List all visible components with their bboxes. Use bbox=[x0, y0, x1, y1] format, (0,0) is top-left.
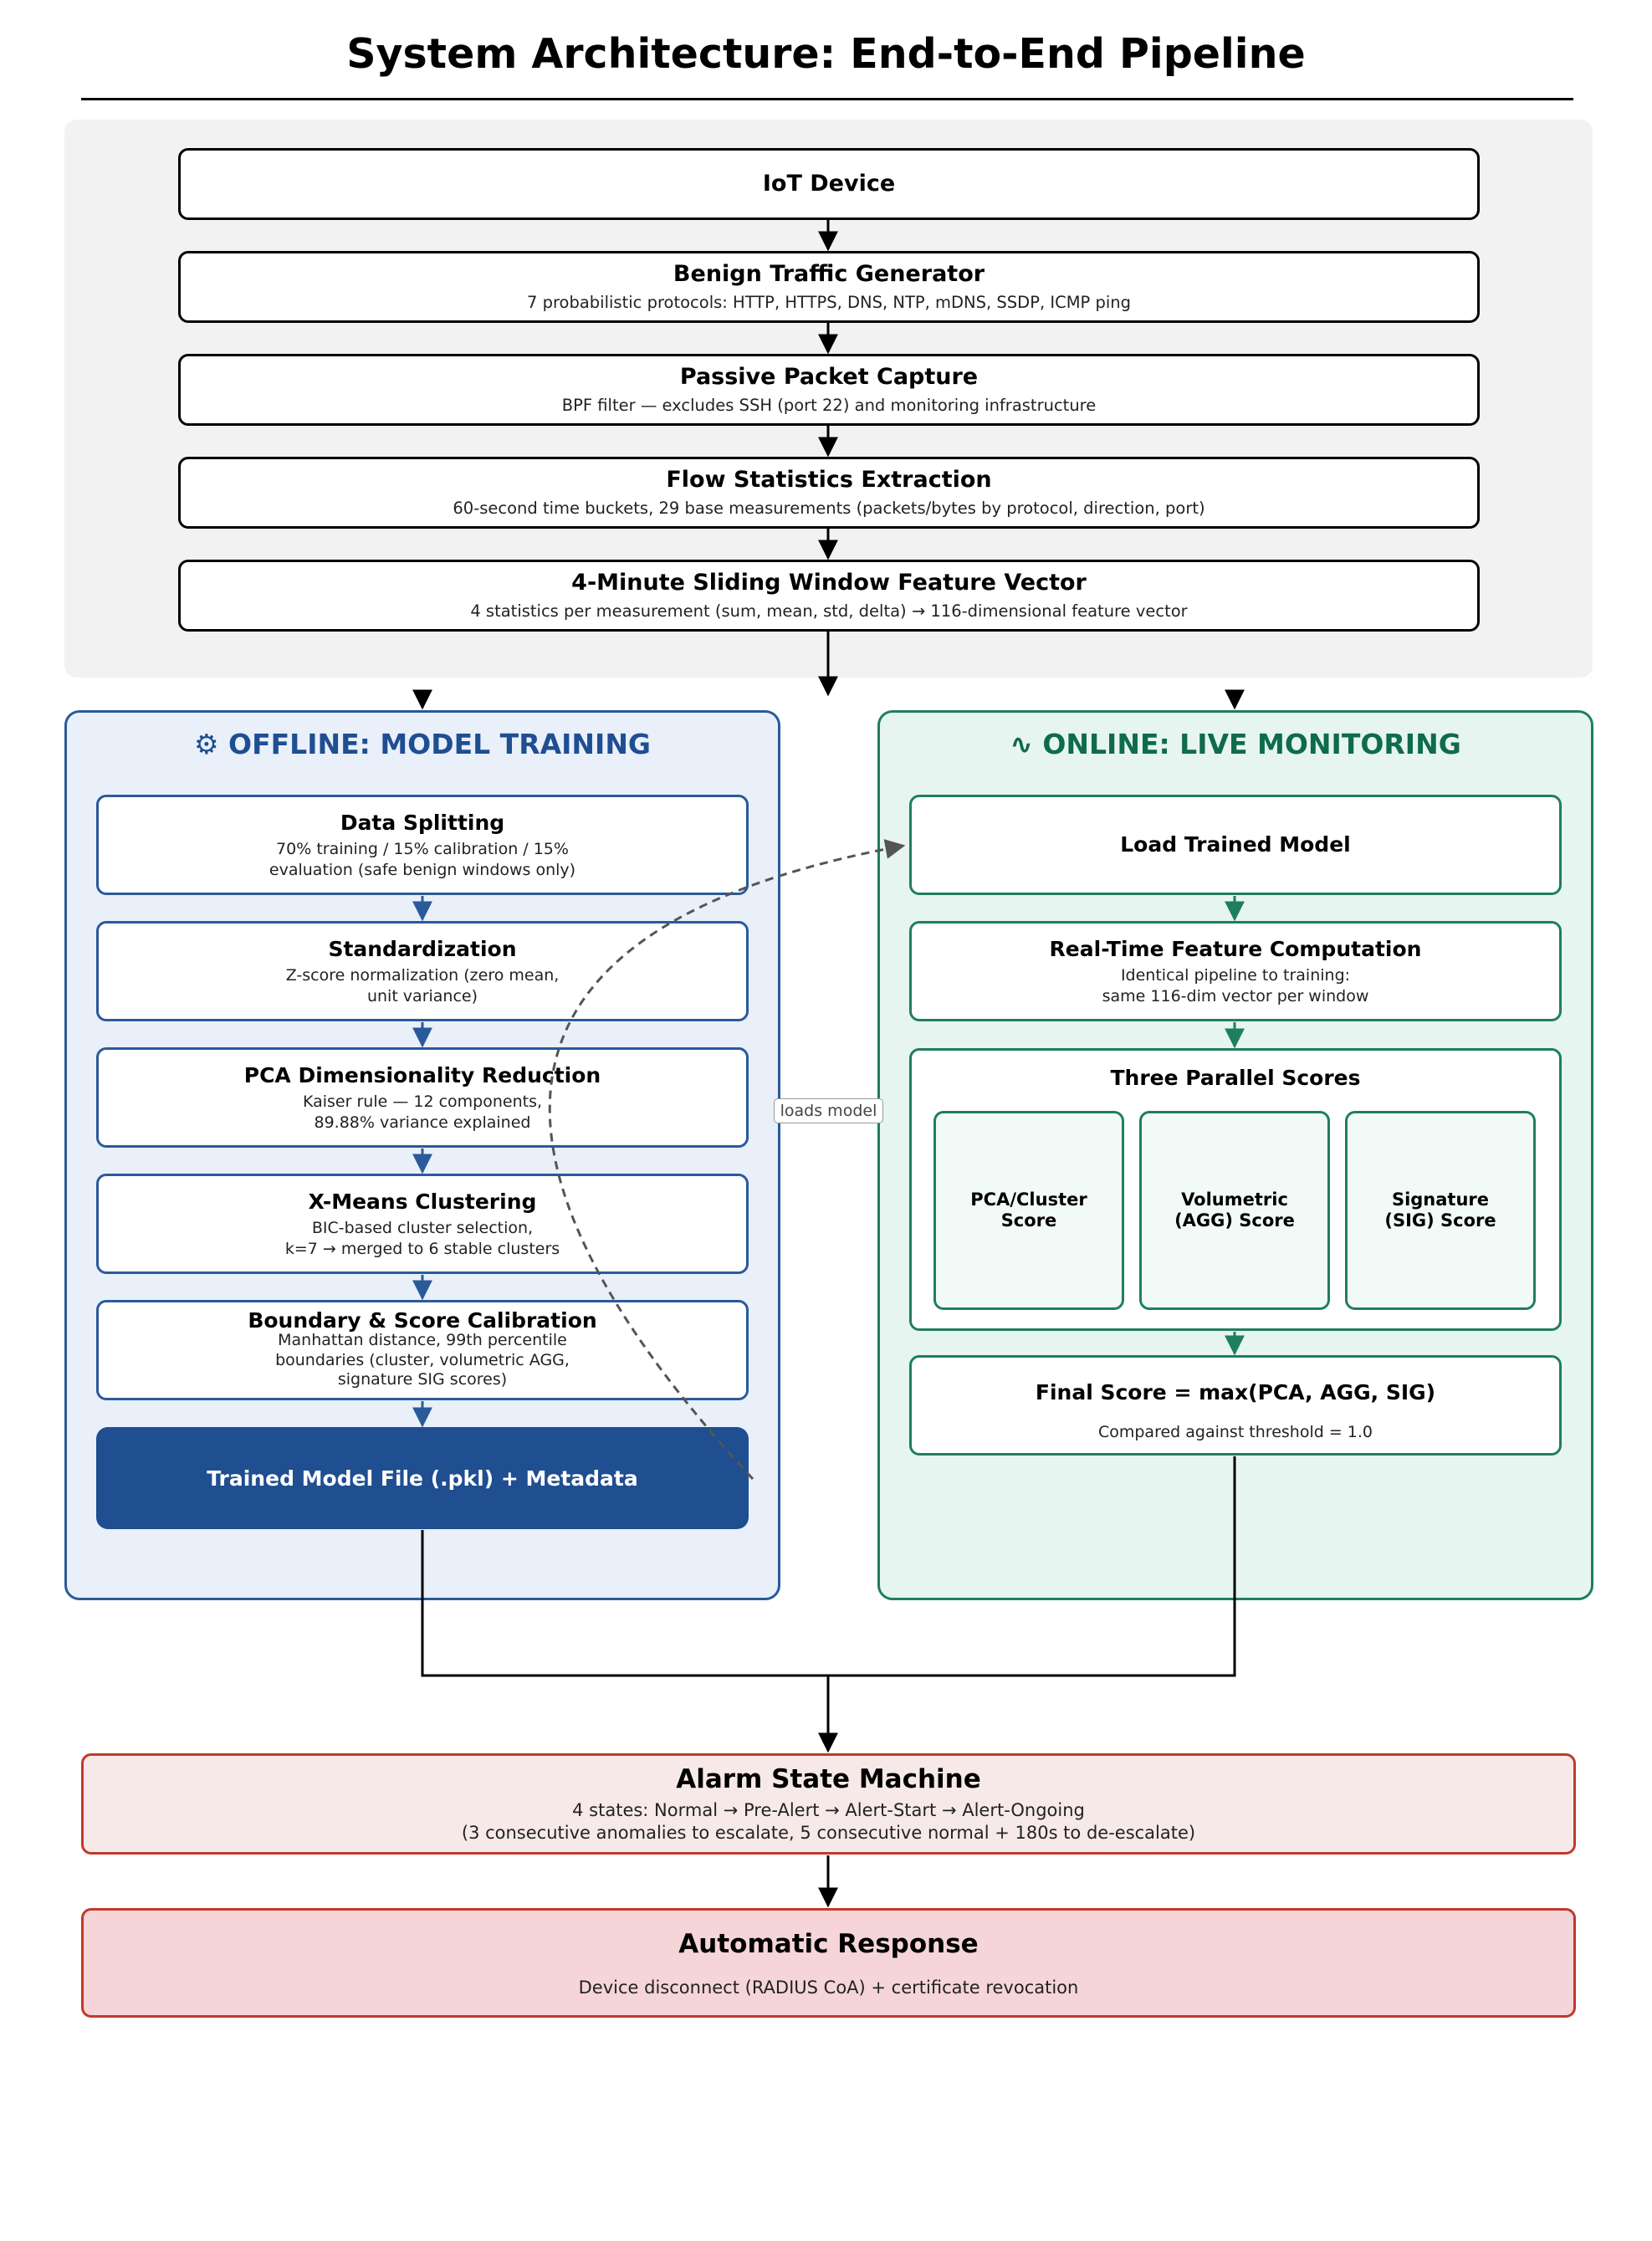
step-subtitle: Z-score normalization (zero mean, unit v… bbox=[286, 965, 560, 1006]
alarm-title: Alarm State Machine bbox=[676, 1764, 981, 1795]
step-subtitle: Manhattan distance, 99th percentile boun… bbox=[275, 1331, 570, 1390]
step-subtitle-line: k=7 → merged to 6 stable clusters bbox=[284, 1239, 560, 1258]
ingest-subtitle: 4 statistics per measurement (sum, mean,… bbox=[470, 601, 1188, 622]
alarm-subtitle-line: (3 consecutive anomalies to escalate, 5 … bbox=[461, 1822, 1196, 1843]
step-subtitle-line: 70% training / 15% calibration / 15% bbox=[276, 839, 569, 858]
step-title: Standardization bbox=[328, 936, 517, 961]
parallel-scores-title: Three Parallel Scores bbox=[1110, 1066, 1361, 1090]
merge-connector bbox=[421, 1456, 1236, 1677]
ingest-subtitle: BPF filter — excludes SSH (port 22) and … bbox=[561, 396, 1097, 416]
step-subtitle-line: same 116-dim vector per window bbox=[1102, 986, 1369, 1005]
wave-icon: ∿ bbox=[1010, 728, 1033, 760]
pca-cluster-score-box: PCA/Cluster Score bbox=[933, 1111, 1124, 1310]
offline-heading-text: OFFLINE: MODEL TRAINING bbox=[228, 728, 652, 760]
loads-model-label: loads model bbox=[774, 1098, 883, 1123]
step-subtitle-line: evaluation (safe benign windows only) bbox=[269, 860, 576, 879]
automatic-response-box: Automatic Response Device disconnect (RA… bbox=[81, 1908, 1576, 2018]
ingest-title: Benign Traffic Generator bbox=[673, 261, 985, 288]
step-subtitle-line: Manhattan distance, 99th percentile bbox=[278, 1330, 567, 1349]
step-subtitle-line: unit variance) bbox=[366, 986, 478, 1005]
step-title: Load Trained Model bbox=[1120, 832, 1351, 857]
calibration-box: Boundary & Score Calibration Manhattan d… bbox=[96, 1300, 749, 1400]
step-title: X-Means Clustering bbox=[308, 1189, 537, 1214]
step-subtitle: Compared against threshold = 1.0 bbox=[1097, 1423, 1373, 1442]
step-title: Real-Time Feature Computation bbox=[1049, 936, 1422, 961]
step-title: Data Splitting bbox=[340, 810, 505, 835]
offline-panel-heading: ⚙ OFFLINE: MODEL TRAINING bbox=[64, 728, 780, 760]
step-subtitle-line: 89.88% variance explained bbox=[314, 1113, 531, 1132]
step-subtitle-line: boundaries (cluster, volumetric AGG, bbox=[275, 1350, 570, 1369]
step-subtitle-line: BIC-based cluster selection, bbox=[311, 1218, 534, 1237]
loads-model-arrow bbox=[548, 839, 906, 1481]
ingest-subtitle: 60-second time buckets, 29 base measurem… bbox=[453, 499, 1205, 519]
volumetric-score-box: Volumetric (AGG) Score bbox=[1139, 1111, 1330, 1310]
traffic-generator-box: Benign Traffic Generator 7 probabilistic… bbox=[178, 251, 1480, 323]
step-subtitle-line: Identical pipeline to training: bbox=[1120, 965, 1351, 985]
feature-vector-box: 4-Minute Sliding Window Feature Vector 4… bbox=[178, 560, 1480, 632]
final-score-box: Final Score = max(PCA, AGG, SIG) Compare… bbox=[909, 1355, 1562, 1456]
signature-score-box: Signature (SIG) Score bbox=[1345, 1111, 1536, 1310]
page-title: System Architecture: End-to-End Pipeline bbox=[346, 30, 1306, 78]
ingest-title: Flow Statistics Extraction bbox=[666, 467, 992, 494]
ingest-subtitle: 7 probabilistic protocols: HTTP, HTTPS, … bbox=[526, 293, 1132, 313]
step-subtitle: Kaiser rule — 12 components, 89.88% vari… bbox=[303, 1092, 542, 1133]
step-subtitle: BIC-based cluster selection, k=7 → merge… bbox=[285, 1218, 560, 1259]
step-subtitle-line: Z-score normalization (zero mean, bbox=[285, 965, 560, 985]
ingest-title: IoT Device bbox=[762, 171, 896, 197]
realtime-features-box: Real-Time Feature Computation Identical … bbox=[909, 921, 1562, 1021]
trained-model-file-box: Trained Model File (.pkl) + Metadata bbox=[96, 1427, 749, 1529]
alarm-subtitle-line: 4 states: Normal → Pre-Alert → Alert-Sta… bbox=[572, 1800, 1085, 1821]
step-title: PCA Dimensionality Reduction bbox=[243, 1062, 601, 1087]
flow-stats-box: Flow Statistics Extraction 60-second tim… bbox=[178, 457, 1480, 529]
gear-icon: ⚙ bbox=[193, 728, 219, 760]
step-subtitle: Identical pipeline to training: same 116… bbox=[1102, 965, 1369, 1006]
title-divider bbox=[81, 98, 1573, 100]
response-subtitle: Device disconnect (RADIUS CoA) + certifi… bbox=[578, 1977, 1079, 1998]
step-title: Boundary & Score Calibration bbox=[248, 1307, 597, 1333]
ingest-title: Passive Packet Capture bbox=[679, 364, 979, 391]
step-subtitle: 70% training / 15% calibration / 15% eva… bbox=[269, 839, 575, 880]
iot-device-box: IoT Device bbox=[178, 148, 1480, 220]
data-splitting-box: Data Splitting 70% training / 15% calibr… bbox=[96, 795, 749, 895]
alarm-state-machine-box: Alarm State Machine 4 states: Normal → P… bbox=[81, 1753, 1576, 1855]
online-panel-heading: ∿ ONLINE: LIVE MONITORING bbox=[877, 728, 1593, 760]
xmeans-box: X-Means Clustering BIC-based cluster sel… bbox=[96, 1174, 749, 1274]
ingest-title: 4-Minute Sliding Window Feature Vector bbox=[571, 570, 1087, 596]
step-subtitle-line: signature SIG scores) bbox=[337, 1370, 508, 1389]
standardization-box: Standardization Z-score normalization (z… bbox=[96, 921, 749, 1021]
response-title: Automatic Response bbox=[678, 1928, 979, 1959]
step-title: Final Score = max(PCA, AGG, SIG) bbox=[1035, 1380, 1436, 1404]
packet-capture-box: Passive Packet Capture BPF filter — excl… bbox=[178, 354, 1480, 426]
step-subtitle-line: Kaiser rule — 12 components, bbox=[302, 1092, 543, 1111]
load-model-box: Load Trained Model bbox=[909, 795, 1562, 895]
pca-box: PCA Dimensionality Reduction Kaiser rule… bbox=[96, 1047, 749, 1148]
online-heading-text: ONLINE: LIVE MONITORING bbox=[1042, 728, 1461, 760]
